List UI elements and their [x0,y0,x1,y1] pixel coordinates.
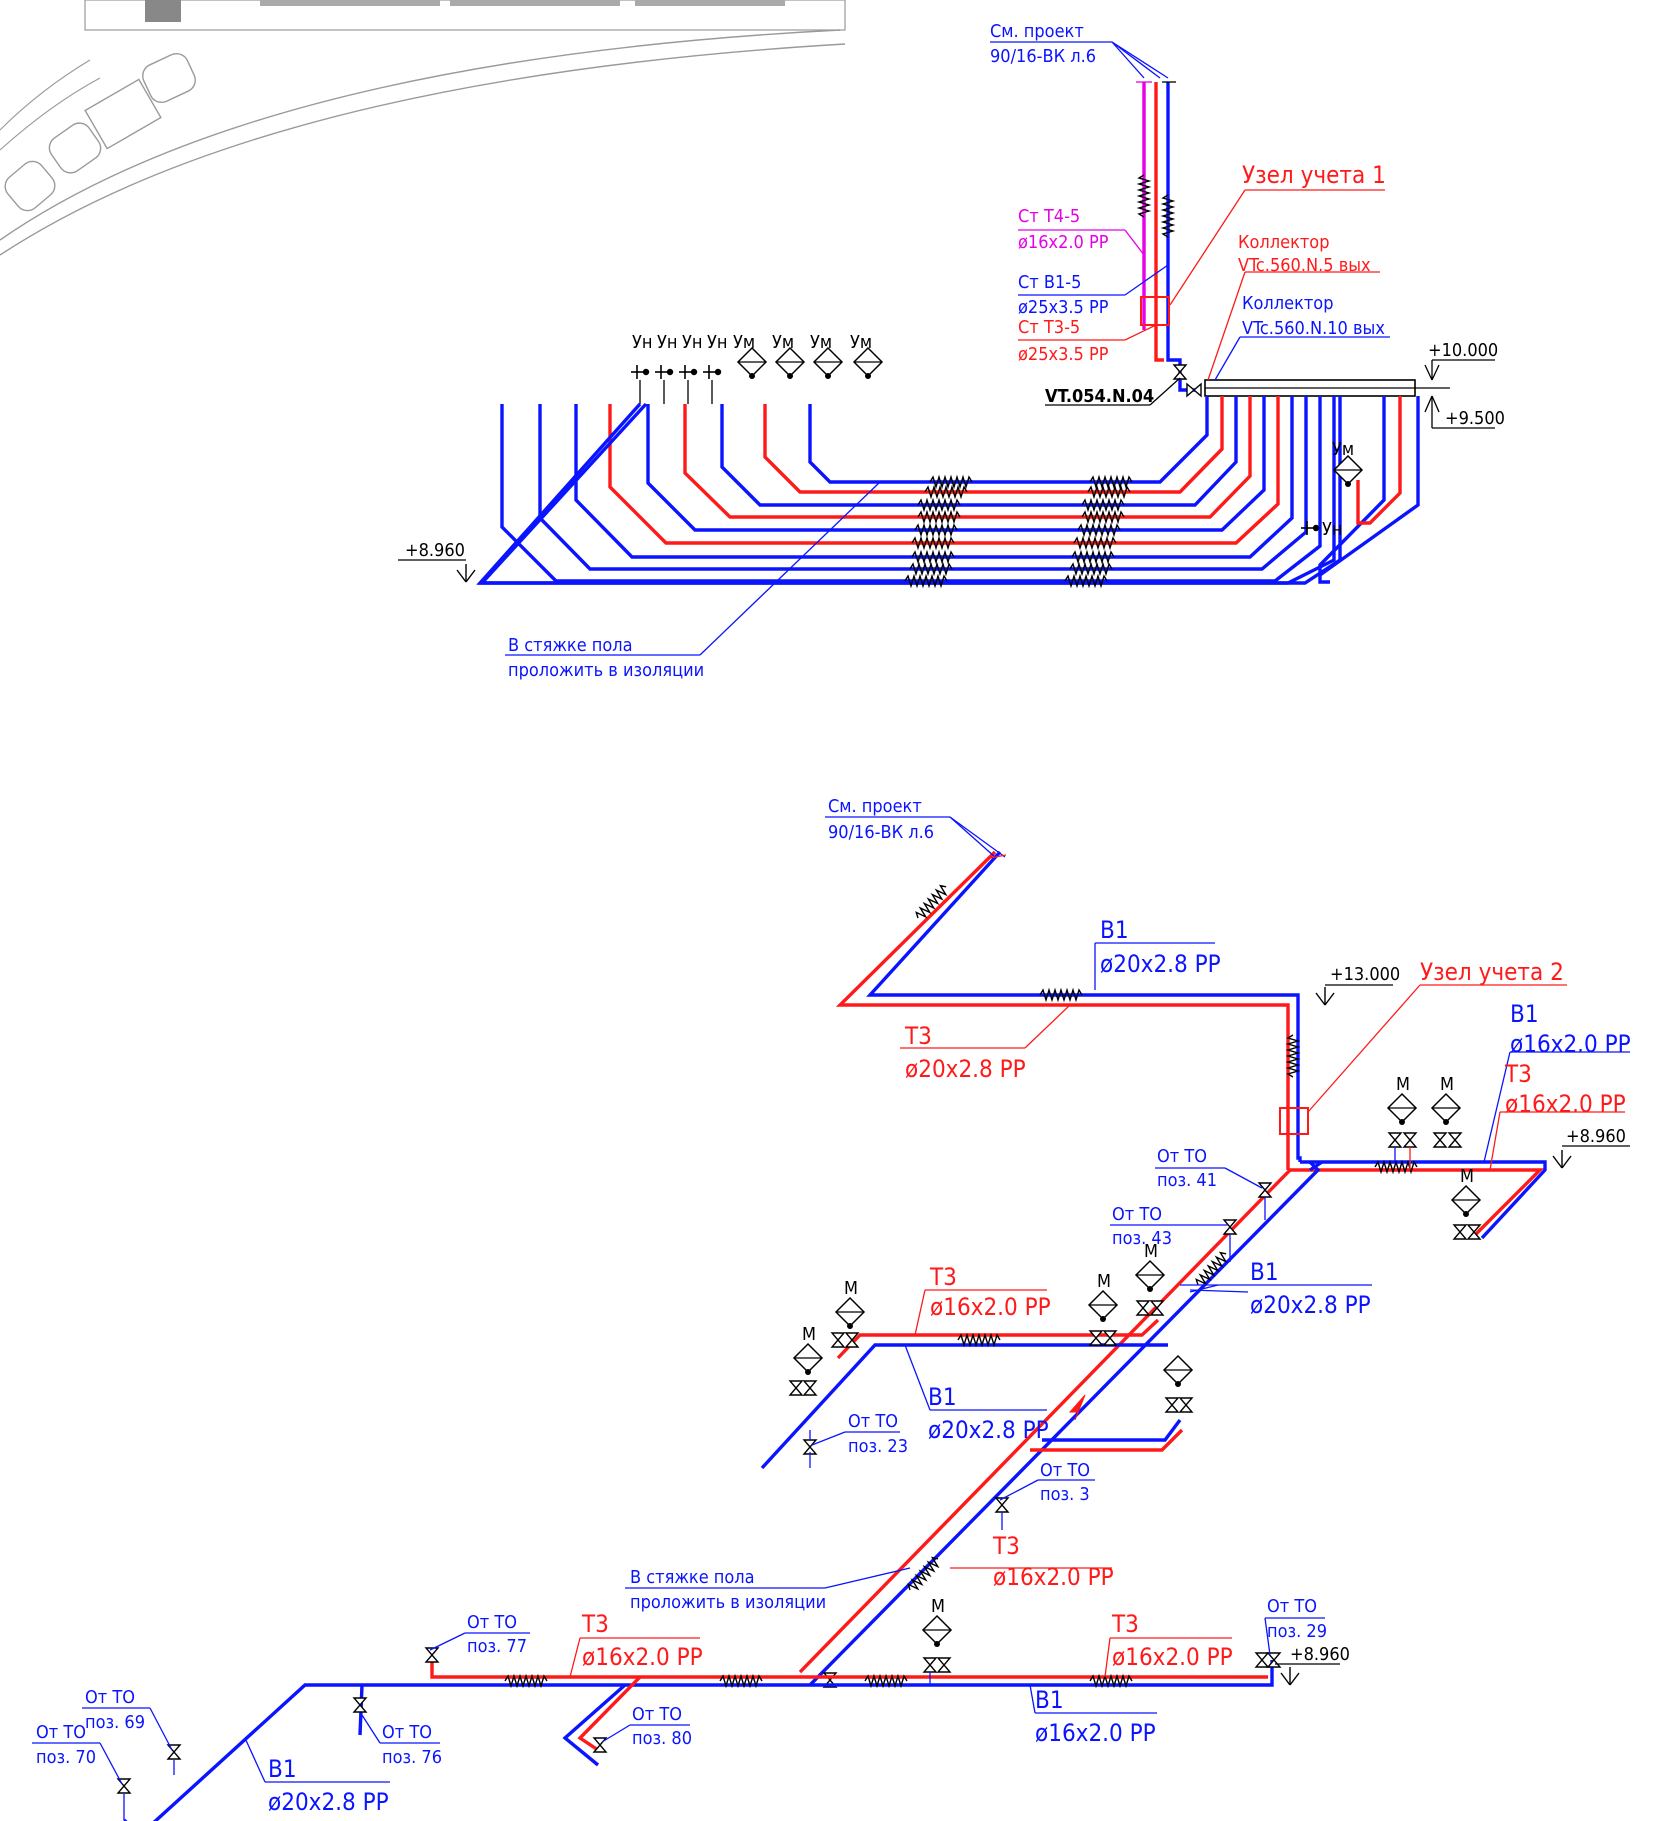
b1-left-label-1: В1 [268,1755,297,1783]
b1-right-label-1: В1 [1510,1000,1539,1028]
fixture-m-5: М [1097,1271,1111,1292]
fixture-m-1: М [1396,1074,1410,1095]
from-to-43-1: От ТО [1112,1204,1162,1225]
bottom-scheme [32,816,1630,1821]
collector-cold-label-1: Коллектор [1242,293,1333,314]
fixture-m-7: М [802,1324,816,1345]
from-to-29-1: От ТО [1267,1596,1317,1617]
from-to-41-1: От ТО [1157,1146,1207,1167]
bottom-screed-note-1: В стяжке пола [630,1567,755,1588]
b1-branch-label-1: В1 [928,1383,957,1411]
top-screed-note-1: В стяжке пола [508,635,633,656]
level-top-label: +10.000 [1428,340,1498,361]
fixture-m-3: М [1460,1166,1474,1187]
riser-t3-label-2: ø25x3.5 РР [1018,344,1109,365]
b1-branch-label-2: ø20x2.8 РР [928,1416,1049,1444]
from-to-77-1: От ТО [467,1612,517,1633]
top-ref-project-1: См. проект [990,21,1084,42]
from-to-76-1: От ТО [382,1722,432,1743]
riser-t3-label-1: Ст Т3-5 [1018,317,1080,338]
fixture-m-2: М [1440,1074,1454,1095]
t3-left-label-2: ø16x2.0 РР [582,1643,703,1671]
from-to-3-1: От ТО [1040,1460,1090,1481]
collector-hot-label-1: Коллектор [1238,232,1329,253]
t3-mid-label-1: Т3 [1111,1610,1139,1638]
b1-right-label-2: ø16x2.0 РР [1510,1030,1631,1058]
t3-branch-label-2: ø16x2.0 РР [930,1293,1051,1321]
t3-right-label-1: Т3 [1504,1060,1532,1088]
fixture-label-2: Ун [657,332,677,353]
t3-branch-label-1: Т3 [929,1263,957,1291]
from-to-3-2: поз. 3 [1040,1484,1090,1505]
t3-diag-label-2: ø16x2.0 РР [993,1563,1114,1591]
collector-cold-label-2: VTc.560.N.10 вых [1242,318,1385,339]
t3-main-label-2: ø20x2.8 РР [905,1055,1026,1083]
floor-plan-fragment [0,0,846,256]
fixture-m-6: М [844,1278,858,1299]
from-to-80-1: От ТО [632,1704,682,1725]
level-bottom-label: +8.960 [1290,1644,1350,1665]
bottom-ref-project-2: 90/16-ВК л.6 [828,822,934,843]
collector-hot-label-2: VTc.560.N.5 вых [1238,255,1371,276]
fixture-label-8: Ум [850,332,872,353]
from-to-23-1: От ТО [848,1411,898,1432]
top-ref-project-2: 90/16-ВК л.6 [990,46,1096,67]
from-to-69-2: поз. 69 [85,1712,145,1733]
top-scheme [398,41,1495,656]
t3-left-label-1: Т3 [581,1610,609,1638]
level-right-label: +8.960 [1566,1126,1626,1147]
fixture-m-4: М [1144,1241,1158,1262]
fixture-label-5: Ум [733,332,755,353]
b1-bottom-label-1: В1 [1035,1686,1064,1714]
bottom-screed-note-2: проложить в изоляции [630,1592,826,1613]
t3-mid-label-2: ø16x2.0 РР [1112,1643,1233,1671]
from-to-70-1: От ТО [36,1722,86,1743]
riser-t4-label-1: Ст Т4-5 [1018,206,1080,227]
b1-main-label-2: ø20x2.8 РР [1100,950,1221,978]
top-screed-note-2: проложить в изоляции [508,660,704,681]
meter-node-2-label: Узел учета 2 [1420,958,1564,986]
level-floor-label-top: +8.960 [405,540,465,561]
right-um-label: Ум [1332,439,1354,460]
t3-main-label-1: Т3 [904,1022,932,1050]
b1-bottom-label-2: ø16x2.0 РР [1035,1719,1156,1747]
from-to-43-2: поз. 43 [1112,1228,1172,1249]
riser-t4-label-2: ø16x2.0 РР [1018,232,1109,253]
t3-right-label-2: ø16x2.0 РР [1505,1090,1626,1118]
t3-diag-label-1: Т3 [992,1532,1020,1560]
bottom-scheme-labels: См. проект 90/16-ВК л.6 В1 ø20x2.8 РР Т3… [36,796,1631,1816]
from-to-70-2: поз. 70 [36,1747,96,1768]
level-collector-label: +9.500 [1445,408,1505,429]
from-to-77-2: поз. 77 [467,1636,527,1657]
right-un-label: Ун [1322,519,1342,540]
valve-code-label: VT.054.N.04 [1045,386,1154,407]
from-to-80-2: поз. 80 [632,1728,692,1749]
riser-b1-label-1: Ст В1-5 [1018,272,1081,293]
from-to-76-2: поз. 76 [382,1747,442,1768]
b1-left-label-2: ø20x2.8 РР [268,1788,389,1816]
fixture-label-7: Ум [810,332,832,353]
b1-diag-label-2: ø20x2.8 РР [1250,1291,1371,1319]
fixture-label-3: Ун [682,332,702,353]
b1-diag-label-1: В1 [1250,1258,1279,1286]
from-to-23-2: поз. 23 [848,1436,908,1457]
fixture-m-8: М [931,1596,945,1617]
b1-main-label-1: В1 [1100,916,1129,944]
fixture-label-1: Ун [632,332,652,353]
meter-node-1-label: Узел учета 1 [1242,161,1386,189]
level-13-label: +13.000 [1330,964,1400,985]
fixture-label-4: Ун [707,332,727,353]
bottom-ref-project-1: См. проект [828,796,922,817]
fixture-label-6: Ум [772,332,794,353]
from-to-29-2: поз. 29 [1267,1621,1327,1642]
from-to-69-1: От ТО [85,1687,135,1708]
top-scheme-labels: См. проект 90/16-ВК л.6 Узел учета 1 Ст … [405,21,1505,681]
from-to-41-2: поз. 41 [1157,1170,1217,1191]
riser-b1-label-2: ø25x3.5 РР [1018,297,1109,318]
